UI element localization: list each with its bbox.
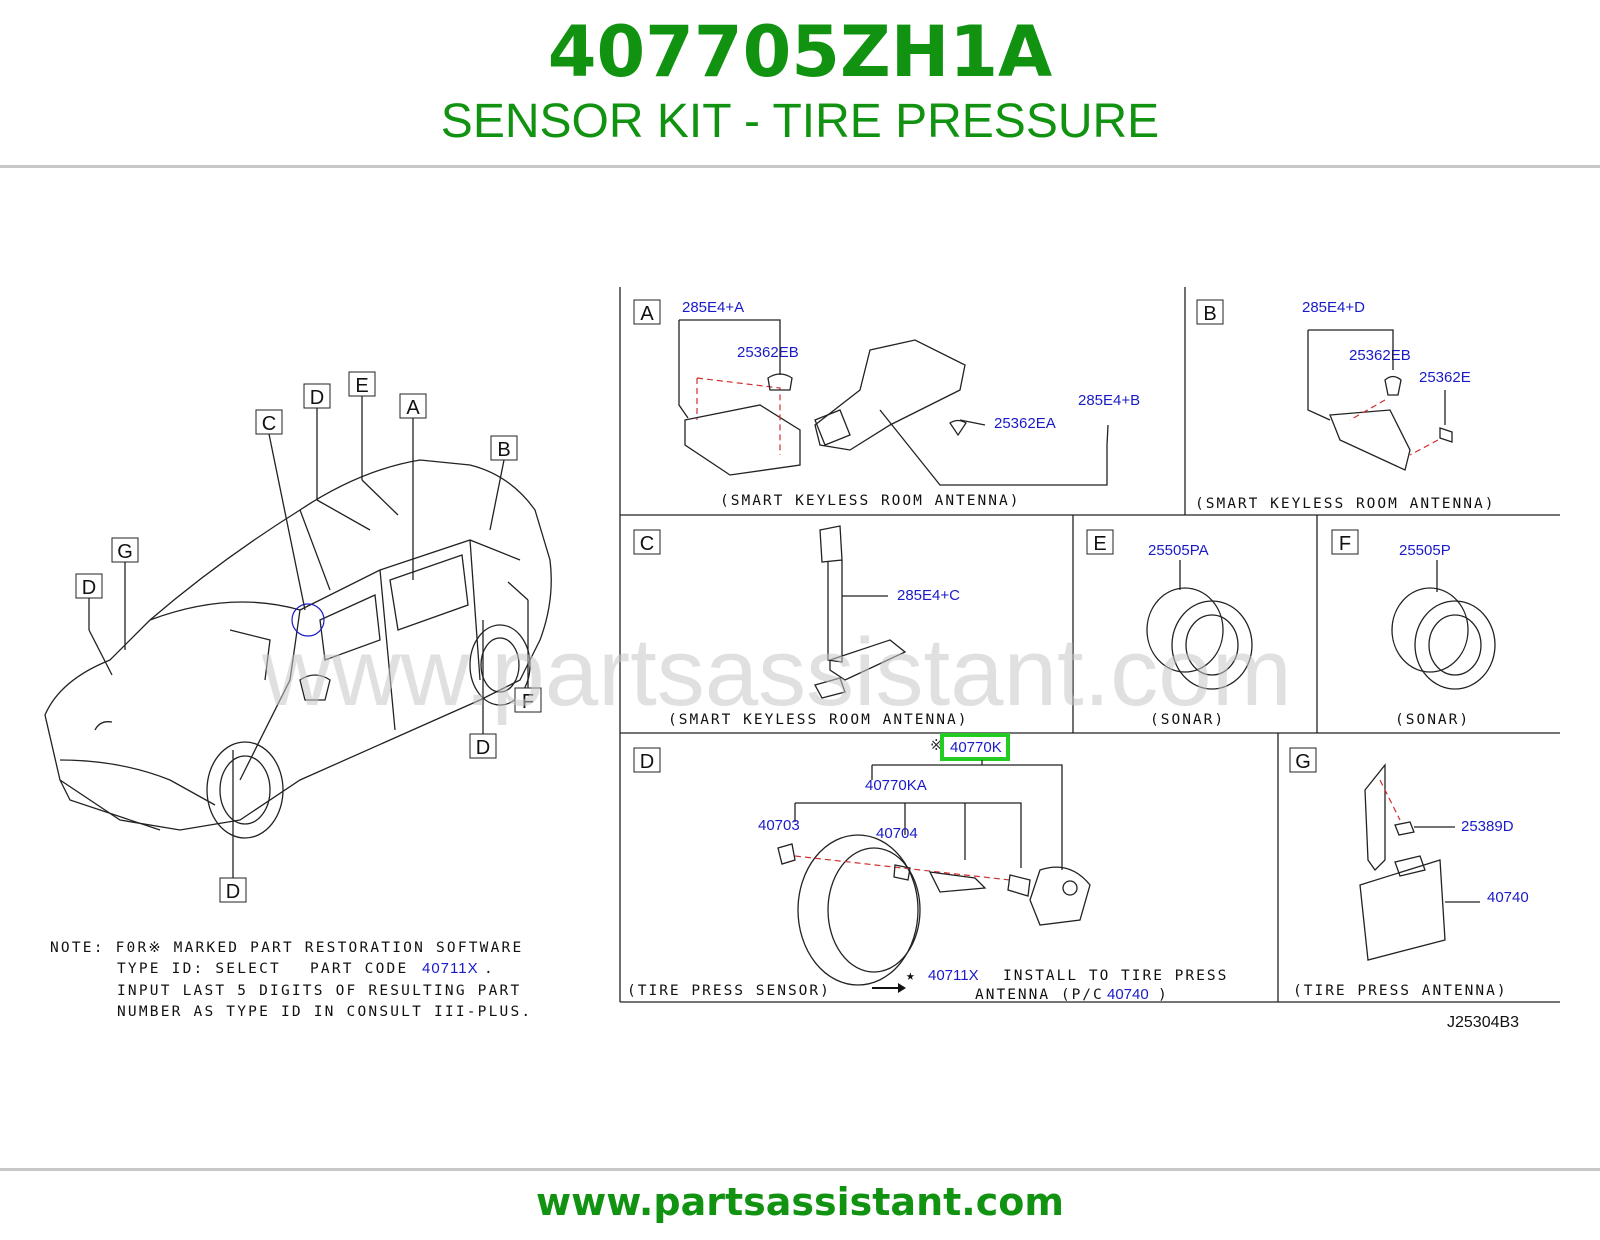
panel-g-caption: (TIRE PRESS ANTENNA) (1293, 983, 1508, 999)
restoration-note: NOTE: F0R※ MARKED PART RESTORATION SOFTW… (50, 940, 532, 1020)
panel-e-caption: (SONAR) (1150, 712, 1225, 728)
vehicle-overview (44, 459, 552, 839)
panel-d-letter: D (640, 751, 654, 773)
note-line2-code: 40711X (422, 960, 479, 977)
label-40740: 40740 (1487, 889, 1529, 906)
footer-divider (0, 1168, 1600, 1171)
panel-b: B 285E4+D 25362EB 25362E (SMART KEYLESS … (1195, 299, 1495, 512)
callout-g: G (117, 541, 133, 563)
callout-d-roof: D (310, 387, 324, 409)
panel-g: G 25389D 40740 (TIRE PRESS ANTENNA) (1289, 747, 1529, 999)
label-25362e: 25362E (1419, 369, 1471, 386)
callout-a: A (406, 397, 420, 419)
part-number-title: 407705ZH1A (547, 11, 1053, 93)
panel-a-caption: (SMART KEYLESS ROOM ANTENNA) (720, 493, 1020, 509)
label-285e4-d: 285E4+D (1302, 299, 1365, 316)
panel-grid (619, 287, 1560, 1003)
panel-b-letter: B (1203, 303, 1216, 325)
label-40704: 40704 (876, 825, 918, 842)
install-star: ★ (906, 968, 917, 984)
header: 407705ZH1A SENSOR KIT - TIRE PRESSURE (0, 0, 1600, 170)
diagram-reference-code: J25304B3 (1447, 1014, 1519, 1031)
note-line1: NOTE: F0R※ MARKED PART RESTORATION SOFTW… (50, 940, 523, 956)
label-25362ea: 25362EA (994, 415, 1056, 432)
panel-c-caption: (SMART KEYLESS ROOM ANTENNA) (668, 712, 968, 728)
callout-b: B (497, 439, 510, 461)
label-40703: 40703 (758, 817, 800, 834)
label-25362eb-a: 25362EB (737, 344, 799, 361)
panel-f: F 25505P (SONAR) (1331, 529, 1496, 728)
label-25505p: 25505P (1399, 542, 1451, 559)
callout-e: E (355, 375, 368, 397)
install-pc-number: 40740 (1107, 986, 1149, 1003)
panel-c-letter: C (640, 533, 654, 555)
footer-url[interactable]: www.partsassistant.com (536, 1180, 1064, 1224)
callout-c: C (262, 413, 276, 435)
label-25362eb-b: 25362EB (1349, 347, 1411, 364)
highlighted-part-number[interactable]: 40770K (950, 739, 1002, 756)
overview-callouts: C D E A B G D F D D (75, 371, 542, 903)
note-line3: INPUT LAST 5 DIGITS OF RESULTING PART (117, 983, 521, 999)
callout-d-rear: D (476, 737, 490, 759)
panel-c: C 285E4+C (SMART KEYLESS ROOM ANTENNA) (633, 525, 968, 728)
note-line2-select: TYPE ID: SELECT (117, 961, 281, 977)
label-285e4-a: 285E4+A (682, 299, 744, 316)
callout-d-front: D (82, 577, 96, 599)
install-text-line2: ANTENNA (P/C (975, 987, 1104, 1003)
label-25389d: 25389D (1461, 818, 1514, 835)
panel-d: D ※ 40770K 40770KA 40703 40704 (TIRE PRE… (627, 733, 1228, 1003)
label-285e4-c: 285E4+C (897, 587, 960, 604)
highlighted-part-box (940, 733, 1010, 761)
install-text-line1: INSTALL TO TIRE PRESS (1003, 968, 1228, 984)
panel-e: E 25505PA (SONAR) (1086, 529, 1253, 728)
panel-b-caption: (SMART KEYLESS ROOM ANTENNA) (1195, 496, 1495, 512)
parts-diagram: .ln{stroke:#222;stroke-width:1.3;fill:no… (44, 287, 1560, 1031)
label-40770ka: 40770KA (865, 777, 927, 794)
highlight-prefix: ※ (930, 737, 943, 754)
label-285e4-b: 285E4+B (1078, 392, 1140, 409)
header-divider (0, 165, 1600, 168)
callout-d-wheel: D (226, 881, 240, 903)
part-description: SENSOR KIT - TIRE PRESSURE (440, 95, 1160, 148)
note-line2-partcode: PART CODE (310, 961, 408, 977)
label-25505pa: 25505PA (1148, 542, 1209, 559)
note-line4: NUMBER AS TYPE ID IN CONSULT III-PLUS. (117, 1004, 532, 1020)
panel-g-letter: G (1295, 751, 1311, 773)
install-close-paren: ) (1158, 987, 1169, 1003)
panel-a: A 285E4+A 25362EB 285E4+B 25362EA (SMART… (633, 299, 1140, 509)
watermark: www.partsassistant.com (261, 619, 1292, 726)
note-line2-period: . (484, 961, 495, 977)
panel-f-letter: F (1339, 533, 1351, 555)
callout-f: F (522, 691, 534, 713)
panel-a-letter: A (640, 303, 654, 325)
panel-e-letter: E (1093, 533, 1106, 555)
install-part-number: 40711X (928, 967, 979, 984)
panel-f-caption: (SONAR) (1395, 712, 1470, 728)
panel-d-caption: (TIRE PRESS SENSOR) (627, 983, 831, 999)
